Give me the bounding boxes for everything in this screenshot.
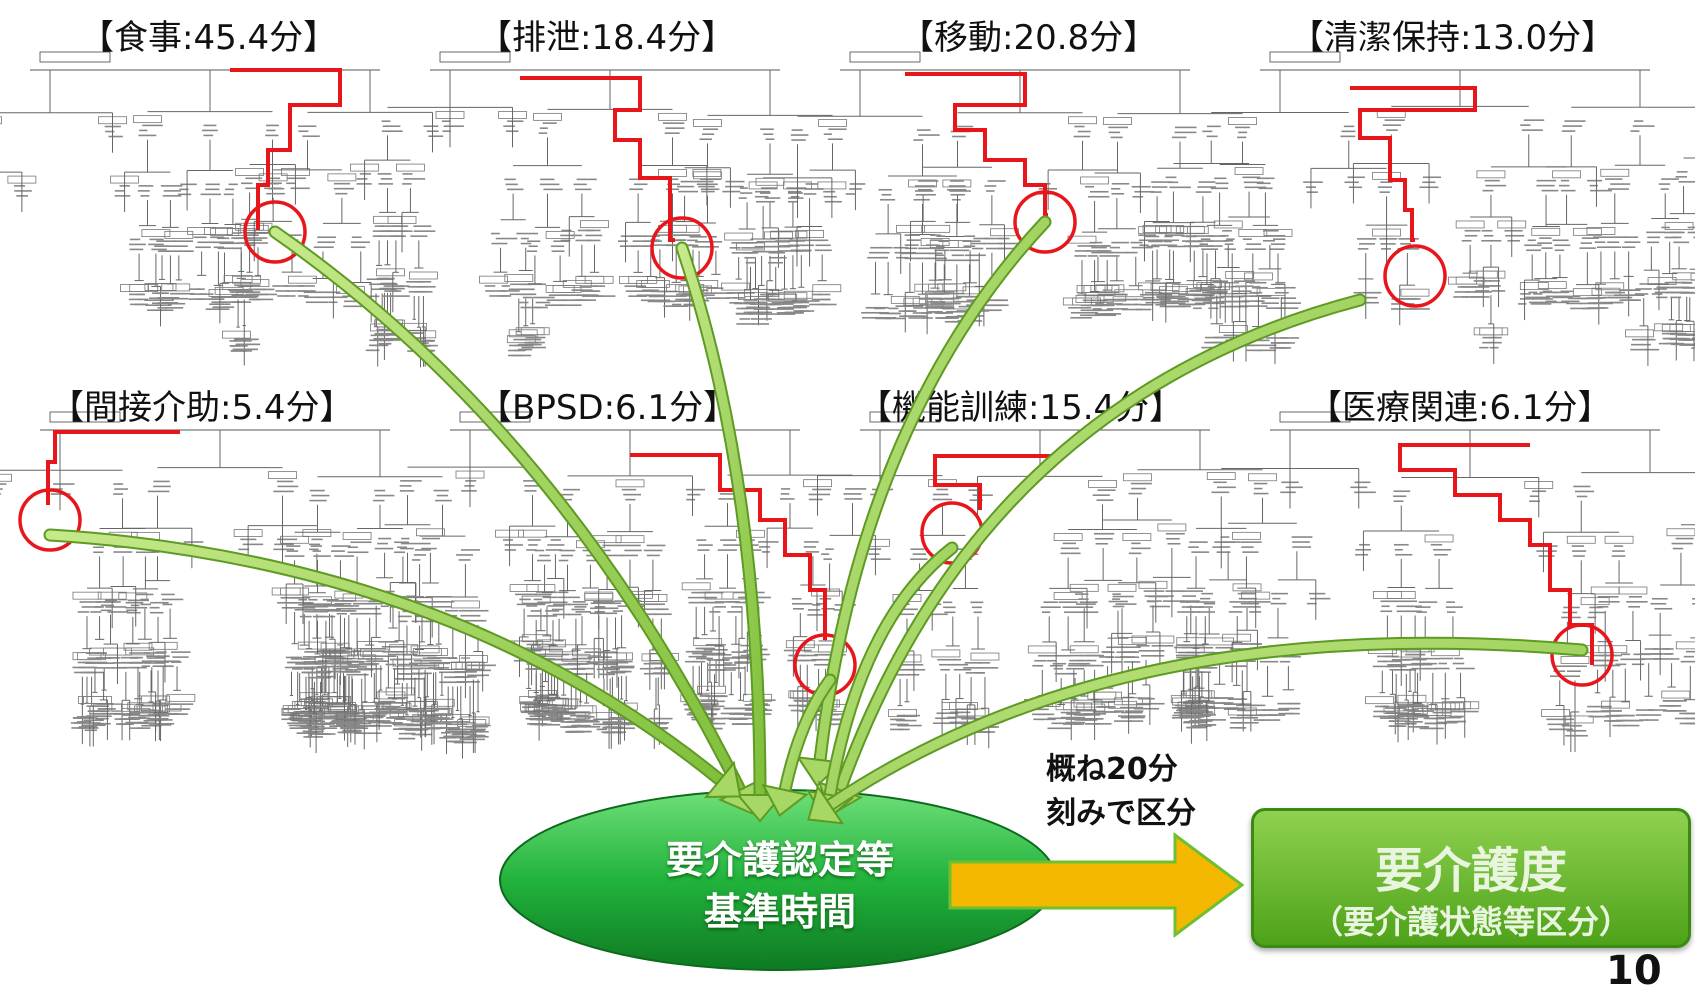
base-time-label: 要介護認定等 基準時間	[560, 834, 1000, 938]
decision-tree-medical	[1171, 412, 1695, 752]
panel-title-indirect: 【間接介助:5.4分】	[50, 380, 354, 429]
care-level-title: 要介護度	[1254, 831, 1688, 901]
care-level-subtitle: （要介護状態等区分）	[1254, 897, 1688, 943]
division-note-line1: 概ね20分	[1046, 748, 1196, 792]
division-note: 概ね20分 刻みで区分	[1046, 748, 1196, 836]
division-note-line2: 刻みで区分	[1046, 792, 1196, 836]
base-time-line2: 基準時間	[560, 886, 1000, 938]
panel-title-excretion: 【排泄:18.4分】	[478, 10, 735, 59]
panel-title-cleanliness: 【清潔保持:13.0分】	[1290, 10, 1615, 59]
decision-tree-meal	[0, 52, 443, 366]
selected-path	[520, 78, 675, 240]
leaf-highlight-circle	[652, 218, 712, 278]
decision-tree-bpsd	[358, 412, 891, 749]
selected-path	[230, 70, 340, 230]
panel-title-movement: 【移動:20.8分】	[900, 10, 1157, 59]
decision-tree-training	[804, 412, 1331, 748]
decision-tree-indirect	[0, 412, 496, 759]
page-number: 10	[1606, 948, 1662, 994]
selected-path	[905, 74, 1048, 215]
panel-title-training: 【機能訓練:15.4分】	[858, 380, 1183, 429]
panel-title-bpsd: 【BPSD:6.1分】	[478, 380, 737, 429]
decision-tree-cleanliness	[1139, 52, 1695, 366]
selected-path	[1350, 88, 1475, 240]
decision-tree-excretion	[351, 52, 866, 367]
care-level-box: 要介護度 （要介護状態等区分）	[1251, 808, 1691, 948]
panel-title-meal: 【食事:45.4分】	[80, 10, 337, 59]
leaf-highlight-circle	[1385, 246, 1445, 306]
base-time-line1: 要介護認定等	[560, 834, 1000, 886]
panel-title-medical: 【医療関連:6.1分】	[1308, 380, 1612, 429]
leaf-highlight-circle	[922, 503, 982, 563]
